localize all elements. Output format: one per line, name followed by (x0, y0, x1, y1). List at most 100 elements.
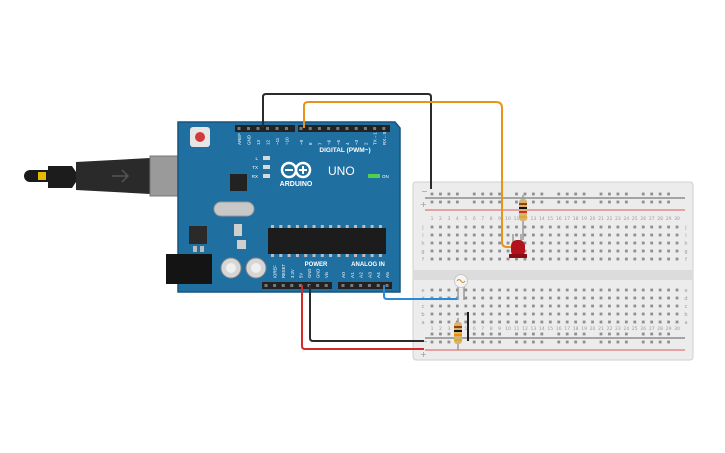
digital-pin[interactable] (237, 127, 241, 130)
breadboard-hole[interactable] (447, 225, 451, 229)
rail-hole[interactable] (481, 200, 485, 204)
breadboard-hole[interactable] (506, 249, 510, 253)
rail-hole[interactable] (565, 340, 569, 344)
rail-hole[interactable] (582, 192, 586, 196)
breadboard-hole[interactable] (650, 288, 654, 292)
rail-hole[interactable] (430, 340, 434, 344)
breadboard-hole[interactable] (447, 304, 451, 308)
breadboard-hole[interactable] (608, 320, 611, 324)
red-wire-5v[interactable] (301, 285, 424, 350)
breadboard-hole[interactable] (481, 249, 485, 253)
breadboard-hole[interactable] (439, 257, 442, 261)
breadboard-hole[interactable] (624, 233, 628, 237)
breadboard-hole[interactable] (532, 288, 535, 292)
breadboard-hole[interactable] (464, 312, 468, 316)
breadboard-hole[interactable] (430, 241, 434, 245)
breadboard-hole[interactable] (658, 296, 662, 300)
breadboard-hole[interactable] (591, 304, 594, 308)
digital-pin[interactable] (382, 127, 386, 130)
breadboard-hole[interactable] (591, 233, 594, 237)
breadboard-hole[interactable] (523, 241, 527, 245)
breadboard-hole[interactable] (489, 257, 493, 261)
breadboard-hole[interactable] (455, 312, 459, 316)
breadboard-hole[interactable] (557, 320, 561, 324)
breadboard-hole[interactable] (641, 288, 645, 292)
breadboard-hole[interactable] (464, 241, 468, 245)
rail-hole[interactable] (498, 192, 501, 196)
breadboard-hole[interactable] (481, 233, 485, 237)
breadboard-hole[interactable] (439, 288, 442, 292)
breadboard-hole[interactable] (540, 312, 544, 316)
rail-hole[interactable] (624, 200, 628, 204)
rail-hole[interactable] (582, 332, 586, 336)
breadboard-hole[interactable] (548, 304, 552, 308)
rail-hole[interactable] (658, 340, 662, 344)
breadboard-hole[interactable] (565, 233, 569, 237)
rail-hole[interactable] (447, 340, 451, 344)
breadboard-hole[interactable] (633, 225, 637, 229)
breadboard-hole[interactable] (608, 241, 611, 245)
breadboard-hole[interactable] (658, 320, 662, 324)
rail-hole[interactable] (489, 192, 493, 196)
breadboard-hole[interactable] (616, 249, 620, 253)
breadboard-hole[interactable] (430, 320, 434, 324)
breadboard-hole[interactable] (582, 320, 586, 324)
breadboard-hole[interactable] (472, 304, 476, 308)
breadboard[interactable]: − + − + 12345678910111213141516171819202… (412, 181, 694, 361)
rail-hole[interactable] (430, 332, 434, 336)
digital-pin[interactable] (299, 127, 303, 130)
breadboard-hole[interactable] (582, 304, 586, 308)
rail-hole[interactable] (565, 192, 569, 196)
breadboard-hole[interactable] (582, 233, 586, 237)
rail-hole[interactable] (430, 192, 434, 196)
breadboard-hole[interactable] (481, 288, 485, 292)
breadboard-hole[interactable] (472, 312, 476, 316)
breadboard-hole[interactable] (582, 288, 586, 292)
breadboard-hole[interactable] (515, 304, 518, 308)
breadboard-hole[interactable] (523, 233, 527, 237)
header-pin[interactable] (350, 284, 354, 287)
breadboard-hole[interactable] (472, 225, 476, 229)
breadboard-hole[interactable] (641, 233, 645, 237)
breadboard-hole[interactable] (574, 241, 578, 245)
breadboard-hole[interactable] (624, 249, 628, 253)
breadboard-hole[interactable] (633, 312, 637, 316)
breadboard-hole[interactable] (616, 288, 620, 292)
breadboard-hole[interactable] (557, 304, 561, 308)
breadboard-hole[interactable] (498, 225, 501, 229)
rail-hole[interactable] (498, 200, 501, 204)
breadboard-hole[interactable] (447, 257, 451, 261)
breadboard-hole[interactable] (548, 312, 552, 316)
breadboard-hole[interactable] (641, 304, 645, 308)
breadboard-hole[interactable] (658, 241, 662, 245)
breadboard-hole[interactable] (540, 288, 544, 292)
breadboard-hole[interactable] (498, 233, 501, 237)
breadboard-hole[interactable] (455, 304, 459, 308)
breadboard-hole[interactable] (439, 320, 442, 324)
breadboard-hole[interactable] (608, 233, 611, 237)
breadboard-hole[interactable] (548, 288, 552, 292)
breadboard-hole[interactable] (591, 312, 594, 316)
breadboard-hole[interactable] (557, 225, 561, 229)
breadboard-hole[interactable] (489, 288, 493, 292)
breadboard-hole[interactable] (532, 225, 535, 229)
rail-hole[interactable] (616, 332, 620, 336)
breadboard-hole[interactable] (481, 312, 485, 316)
breadboard-hole[interactable] (608, 288, 611, 292)
rail-hole[interactable] (447, 200, 451, 204)
breadboard-hole[interactable] (624, 288, 628, 292)
breadboard-hole[interactable] (540, 249, 544, 253)
breadboard-hole[interactable] (481, 225, 485, 229)
breadboard-hole[interactable] (675, 320, 679, 324)
breadboard-hole[interactable] (616, 312, 620, 316)
breadboard-hole[interactable] (599, 312, 603, 316)
breadboard-hole[interactable] (641, 249, 645, 253)
breadboard-hole[interactable] (523, 320, 527, 324)
rail-hole[interactable] (540, 200, 544, 204)
rail-hole[interactable] (641, 332, 645, 336)
breadboard-hole[interactable] (489, 249, 493, 253)
breadboard-hole[interactable] (430, 249, 434, 253)
breadboard-hole[interactable] (498, 257, 501, 261)
rail-hole[interactable] (557, 192, 561, 196)
